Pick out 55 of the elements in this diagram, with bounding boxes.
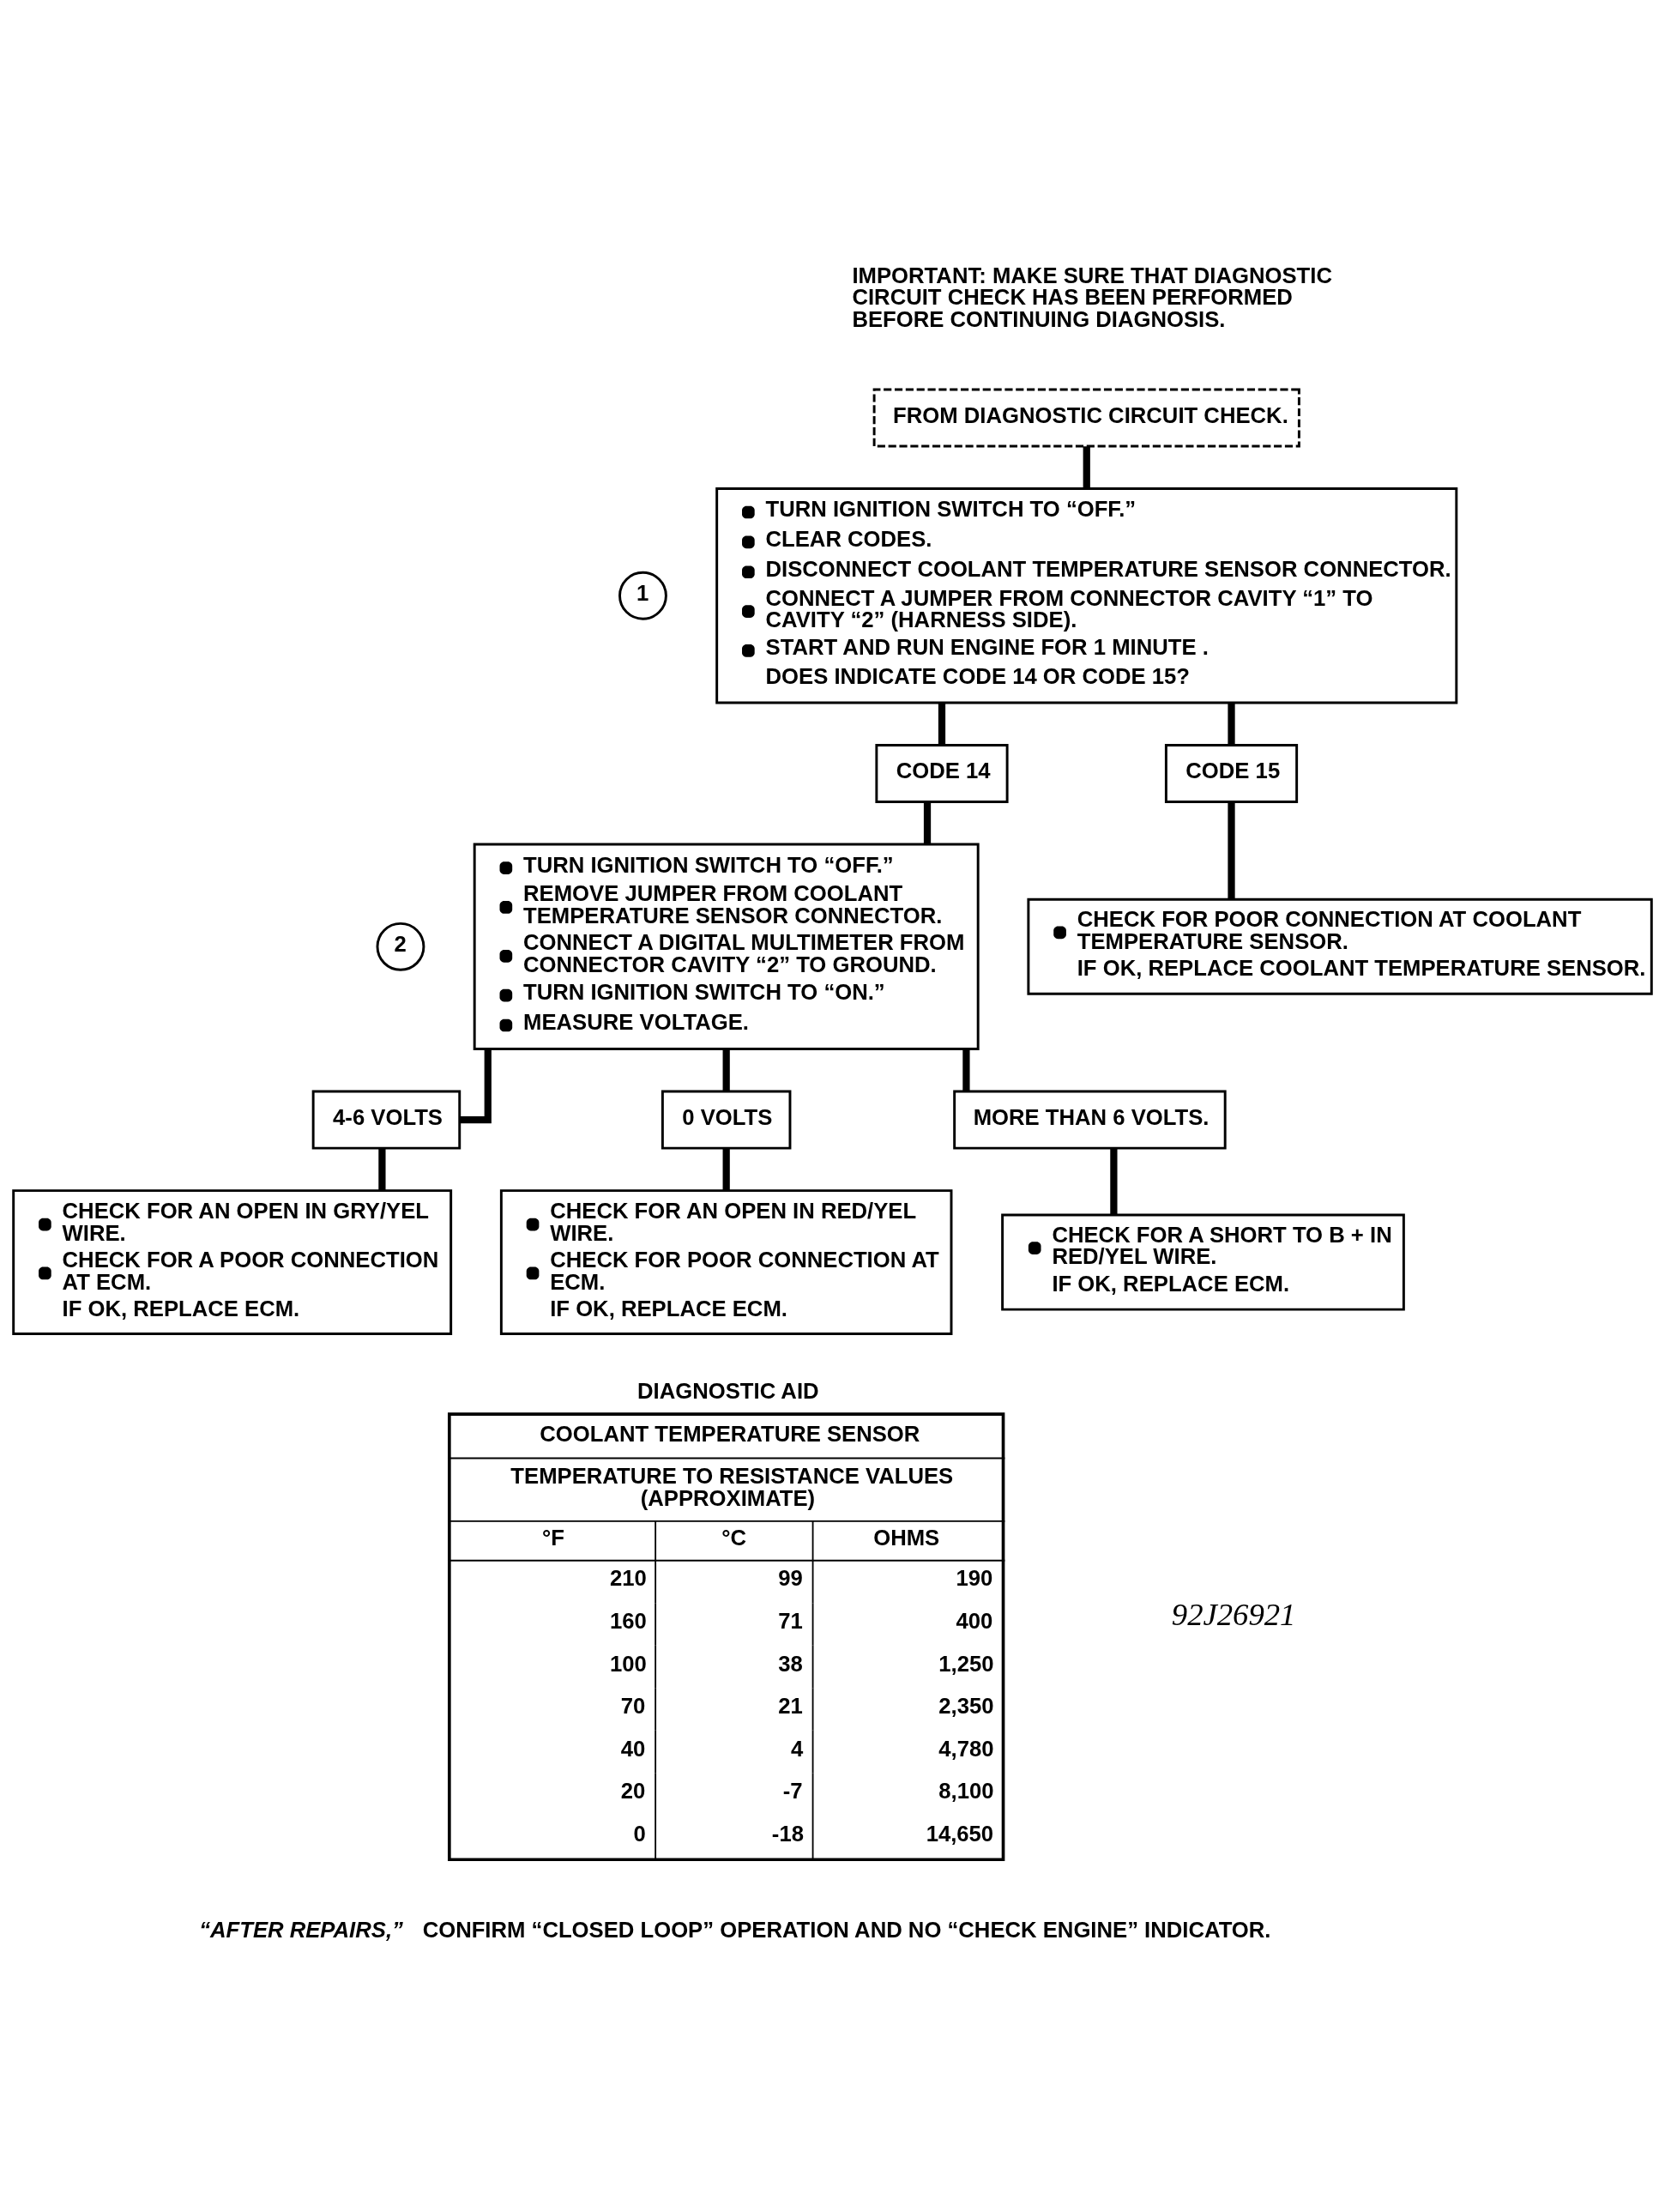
- label: 71: [778, 1608, 803, 1633]
- connector: [1228, 801, 1235, 899]
- label: 190: [956, 1565, 993, 1590]
- label: DIAGNOSTIC AID: [637, 1378, 819, 1403]
- node-box: CHECK FOR AN OPEN IN RED/YEL WIRE. CHECK FOR POOR CONNECTION AT ECM. IF OK, REPLACE ECM.: [499, 1188, 953, 1335]
- connector: [1110, 1148, 1118, 1215]
- node-box: 0 VOLTS: [661, 1090, 792, 1150]
- label: “AFTER REPAIRS,” CONFIRM “CLOSED LOOP” OPERATION AND NO “CHECK ENGINE” INDICATOR.: [199, 1917, 1271, 1942]
- connector: [378, 1148, 386, 1190]
- node-box: 4-6 VOLTS: [311, 1090, 461, 1150]
- label: 14,650: [926, 1821, 994, 1846]
- connector: [1228, 702, 1235, 745]
- label: 400: [956, 1608, 993, 1633]
- label: TEMPERATURE TO RESISTANCE VALUES (APPROXIMATE): [510, 1463, 954, 1510]
- node-box: TURN IGNITION SWITCH TO “OFF.” REMOVE JUMPER FROM COOLANT TEMPERATURE SENSOR CONNECTOR. CONNECT A DIGITAL MULTIMETER FROM CONNECTOR CAVITY “2” TO GROUND. TURN IGNITION SWITCH TO “ON.” MEASURE VOLTAGE.: [473, 843, 980, 1050]
- label: 21: [778, 1693, 803, 1718]
- label: °C: [721, 1525, 746, 1550]
- connector: [722, 1049, 730, 1091]
- node-box: CHECK FOR A SHORT TO B + IN RED/YEL WIRE. IF OK, REPLACE ECM.: [1001, 1213, 1405, 1311]
- node-box: CODE 15: [1164, 743, 1299, 803]
- label: 2,350: [938, 1693, 994, 1718]
- label: 1,250: [938, 1651, 994, 1675]
- label: 210: [609, 1565, 647, 1590]
- connector: [1083, 445, 1090, 488]
- label: 99: [778, 1565, 803, 1590]
- node-circle: 1: [618, 571, 667, 620]
- node-box: MORE THAN 6 VOLTS.: [953, 1090, 1227, 1150]
- label: 4: [790, 1736, 804, 1761]
- label: 0: [633, 1821, 646, 1846]
- label: 70: [620, 1693, 646, 1718]
- label: 38: [778, 1651, 803, 1675]
- node-box: TURN IGNITION SWITCH TO “OFF.” CLEAR CODES. DISCONNECT COOLANT TEMPERATURE SENSOR CONNECTOR. CONNECT A JUMPER FROM CONNECTOR CAVITY “1” TO CAVITY “2” (HARNESS SIDE). START AND RUN ENGINE FOR 1 MINUTE . DOES INDICATE CODE 14 OR CODE 15?: [715, 487, 1458, 704]
- connector: [962, 1049, 970, 1091]
- label: 100: [609, 1651, 647, 1675]
- node-box: CHECK FOR AN OPEN IN GRY/YEL WIRE. CHECK FOR A POOR CONNECTION AT ECM. IF OK, REPLACE ECM.: [12, 1188, 453, 1335]
- connector: [923, 801, 932, 844]
- label: 8,100: [938, 1778, 994, 1803]
- node-box: CHECK FOR POOR CONNECTION AT COOLANT TEMPERATURE SENSOR. IF OK, REPLACE COOLANT TEMPERATURE SENSOR.: [1027, 897, 1653, 995]
- label: 160: [609, 1608, 647, 1633]
- node-circle: 2: [376, 922, 425, 971]
- connector: [938, 702, 946, 745]
- label: IMPORTANT: MAKE SURE THAT DIAGNOSTIC CIRCUIT CHECK HAS BEEN PERFORMED BEFORE CONTINUING DIAGNOSIS.: [852, 263, 1332, 331]
- label: °F: [542, 1525, 565, 1550]
- label: COOLANT TEMPERATURE SENSOR: [540, 1421, 920, 1446]
- label: 20: [620, 1778, 646, 1803]
- connector: [459, 1049, 492, 1123]
- label: -7: [782, 1778, 803, 1803]
- label: 92J26921: [1171, 1596, 1296, 1632]
- node-box: FROM DIAGNOSTIC CIRCUIT CHECK.: [872, 387, 1300, 447]
- label: -18: [771, 1821, 804, 1846]
- label: 40: [620, 1736, 646, 1761]
- label: 4,780: [938, 1736, 994, 1761]
- connector: [722, 1148, 730, 1190]
- node-box: CODE 14: [875, 743, 1009, 803]
- label: OHMS: [873, 1525, 940, 1550]
